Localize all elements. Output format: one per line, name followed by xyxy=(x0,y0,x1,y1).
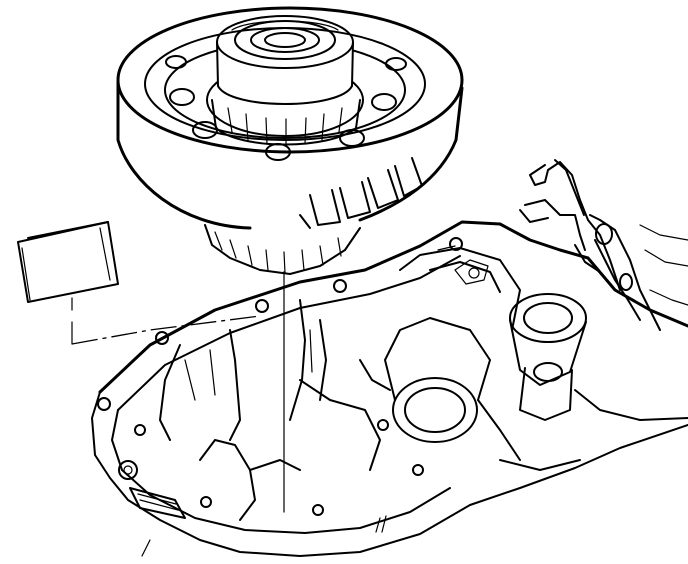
transaxle-case xyxy=(91,220,688,557)
differential-ring-gear xyxy=(116,6,464,275)
shift-lever-bracket xyxy=(519,159,688,331)
gasket-shim xyxy=(17,221,261,345)
